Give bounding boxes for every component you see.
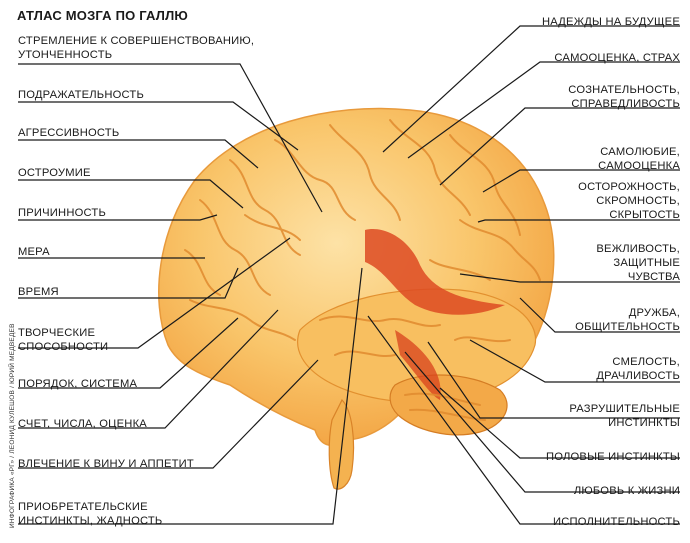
label-perfection: СТРЕМЛЕНИЕ К СОВЕРШЕНСТВОВАНИЮ, УТОНЧЕНН… — [18, 34, 254, 62]
label-line: САМООЦЕНКА — [598, 160, 680, 172]
label-aggressiveness: АГРЕССИВНОСТЬ — [18, 127, 120, 139]
label-destructive: РАЗРУШИТЕЛЬНЫЕ ИНСТИНКТЫ — [569, 402, 680, 430]
label-line: ТВОРЧЕСКИЕ — [18, 327, 96, 339]
label-line: САМОЛЮБИЕ, — [600, 146, 680, 158]
inner-fissure — [395, 330, 441, 400]
label-line: УТОНЧЕННОСТЬ — [18, 49, 113, 61]
label-friendship: ДРУЖБА, ОБЩИТЕЛЬНОСТЬ — [575, 306, 680, 334]
label-acquisitive: ПРИОБРЕТАТЕЛЬСКИЕ ИНСТИНКТЫ, ЖАДНОСТЬ — [18, 500, 162, 528]
label-line: ДРУЖБА, — [628, 307, 680, 319]
label-line: ПРИОБРЕТАТЕЛЬСКИЕ — [18, 501, 148, 513]
label-love-of-life: ЛЮБОВЬ К ЖИЗНИ — [573, 485, 680, 497]
label-politeness: ВЕЖЛИВОСТЬ, ЗАЩИТНЫЕ ЧУВСТВА — [596, 242, 680, 284]
leader-lines-right — [367, 25, 680, 525]
label-line: СПОСОБНОСТИ — [18, 341, 109, 353]
label-line: ЧУВСТВА — [627, 271, 680, 283]
label-causality: ПРИЧИННОСТЬ — [18, 207, 106, 219]
label-measure: МЕРА — [18, 246, 50, 258]
lateral-fissure — [365, 229, 505, 315]
brain-stem — [328, 398, 355, 490]
label-time: ВРЕМЯ — [18, 286, 59, 298]
label-line: ОСТОРОЖНОСТЬ, — [578, 181, 680, 193]
label-wit: ОСТРОУМИЕ — [18, 167, 91, 179]
label-courage: СМЕЛОСТЬ, ДРАЧЛИВОСТЬ — [596, 355, 680, 383]
label-line: РАЗРУШИТЕЛЬНЫЕ — [569, 403, 680, 415]
label-line: ВЕЖЛИВОСТЬ, — [596, 243, 680, 255]
label-line: ДРАЧЛИВОСТЬ — [596, 370, 680, 382]
label-line: ОБЩИТЕЛЬНОСТЬ — [575, 321, 680, 333]
label-appetite: ВЛЕЧЕНИЕ К ВИНУ И АППЕТИТ — [18, 458, 194, 470]
label-count: СЧЕТ, ЧИСЛА, ОЦЕНКА — [18, 418, 147, 430]
label-order: ПОРЯДОК, СИСТЕМА — [18, 378, 138, 390]
leader-lines-left — [18, 63, 363, 525]
label-line: СКРЫТОСТЬ — [609, 209, 680, 221]
label-line: ИНСТИНКТЫ — [608, 417, 680, 429]
label-conscience: СОЗНАТЕЛЬНОСТЬ, СПРАВЕДЛИВОСТЬ — [568, 83, 680, 111]
label-hopes: НАДЕЖДЫ НА БУДУЩЕЕ — [541, 16, 680, 28]
label-selflove: САМОЛЮБИЕ, САМООЦЕНКА — [598, 145, 680, 173]
label-line: СПРАВЕДЛИВОСТЬ — [571, 98, 680, 110]
label-selfesteem-fear: САМООЦЕНКА, СТРАХ — [554, 52, 680, 64]
label-line: СТРЕМЛЕНИЕ К СОВЕРШЕНСТВОВАНИЮ, — [18, 35, 255, 47]
credit-vertical: ИНФОГРАФИКА «РГ» / ЛЕОНИД КУЛЕШОВ / ЮРИЙ… — [9, 323, 16, 528]
label-line: ИНСТИНКТЫ, ЖАДНОСТЬ — [18, 515, 163, 527]
label-creative: ТВОРЧЕСКИЕ СПОСОБНОСТИ — [18, 326, 108, 354]
label-line: СМЕЛОСТЬ, — [612, 356, 680, 368]
diagram-title: АТЛАС МОЗГА ПО ГАЛЛЮ — [17, 8, 188, 23]
label-line: СОЗНАТЕЛЬНОСТЬ, — [568, 84, 680, 96]
label-line: ЗАЩИТНЫЕ — [613, 257, 680, 269]
label-diligence: ИСПОЛНИТЕЛЬНОСТЬ — [552, 516, 680, 528]
label-caution: ОСТОРОЖНОСТЬ, СКРОМНОСТЬ, СКРЫТОСТЬ — [578, 180, 680, 222]
label-imitation: ПОДРАЖАТЕЛЬНОСТЬ — [18, 89, 145, 101]
label-sexual: ПОЛОВЫЕ ИНСТИНКТЫ — [545, 451, 680, 463]
label-line: СКРОМНОСТЬ, — [596, 195, 680, 207]
